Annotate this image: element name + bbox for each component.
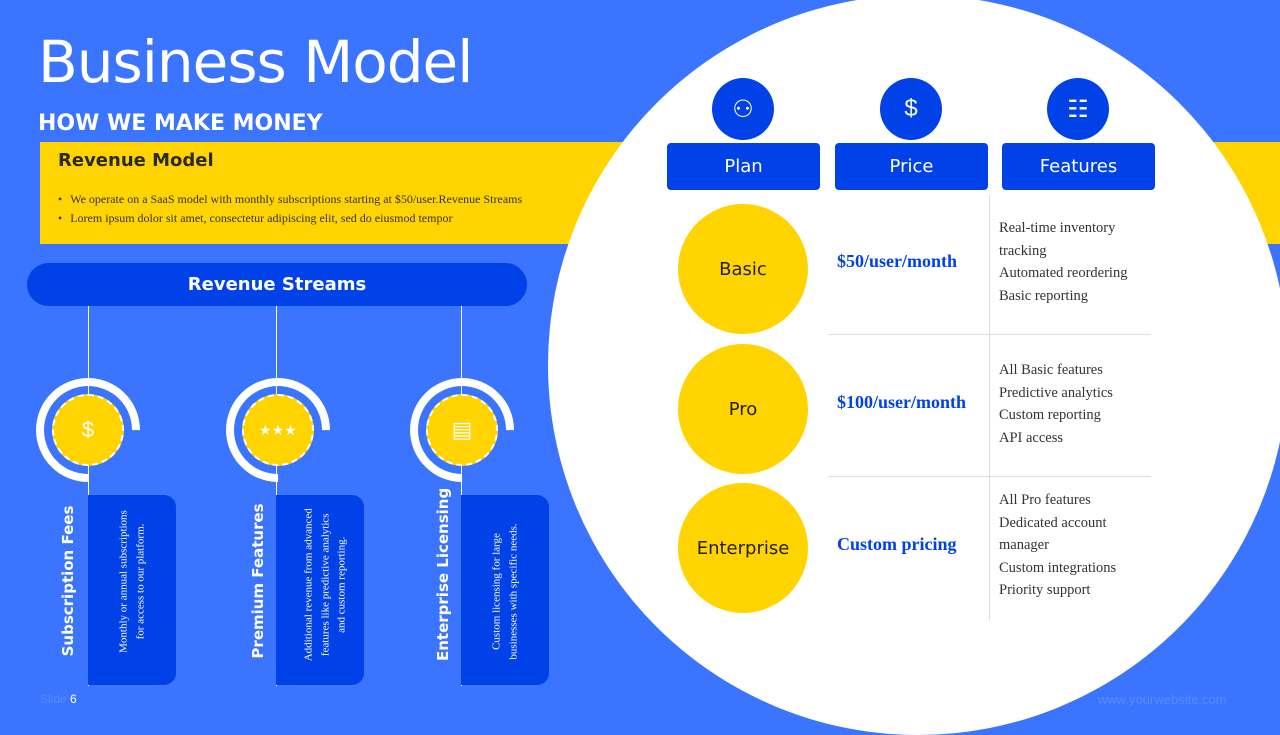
- building-icon: ▤: [426, 394, 498, 466]
- revenue-model-title: Revenue Model: [58, 150, 214, 171]
- bullet: Lorem ipsum dolor sit amet, consectetur …: [58, 211, 452, 226]
- stream-desc: Monthly or annual subscriptions for acce…: [117, 510, 147, 653]
- price-basic: $50/user/month: [837, 251, 958, 271]
- coins-icon: $: [52, 394, 124, 466]
- page-subtitle: HOW WE MAKE MONEY: [38, 111, 323, 136]
- stream-title: Subscription Fees: [59, 505, 77, 657]
- revenue-streams-header: Revenue Streams: [27, 263, 527, 306]
- plan-pro: Pro: [678, 344, 808, 474]
- bullet: We operate on a SaaS model with monthly …: [58, 192, 522, 207]
- clipboard-icon: ☷: [1047, 78, 1109, 140]
- price-pro: $100/user/month: [837, 392, 967, 412]
- slide-number: Slide 6: [40, 692, 77, 706]
- row-divider: [828, 334, 1151, 335]
- price-enterprise: Custom pricing: [837, 534, 957, 554]
- features-basic: Real-time inventory tracking Automated r…: [999, 220, 1128, 304]
- stream-card: [276, 495, 364, 685]
- page-title: Business Model: [38, 28, 473, 96]
- features-pro: All Basic features Predictive analytics …: [999, 362, 1113, 446]
- slide-number-value: 6: [70, 692, 77, 706]
- header-price: Price: [835, 143, 988, 190]
- features-enterprise: All Pro features Dedicated account manag…: [999, 492, 1117, 598]
- header-features: Features: [1002, 143, 1155, 190]
- stream-desc: Additional revenue from advanced feature…: [302, 508, 348, 662]
- stream-title: Enterprise Licensing: [434, 487, 452, 661]
- stream-desc: Custom licensing for large businesses wi…: [490, 523, 520, 660]
- column-divider: [989, 195, 990, 620]
- website-link: www.yourwebsite.com: [1098, 692, 1227, 707]
- stream-card: [461, 495, 549, 685]
- header-plan: Plan: [667, 143, 820, 190]
- plan-enterprise: Enterprise: [678, 483, 808, 613]
- slide-label: Slide: [40, 692, 67, 706]
- price-tag-icon: $: [880, 78, 942, 140]
- row-divider: [828, 476, 1151, 477]
- team-icon: ⚇: [712, 78, 774, 140]
- stream-card: [88, 495, 176, 685]
- stream-title: Premium Features: [249, 503, 267, 659]
- stars-icon: ★★★: [242, 394, 314, 466]
- plan-basic: Basic: [678, 204, 808, 334]
